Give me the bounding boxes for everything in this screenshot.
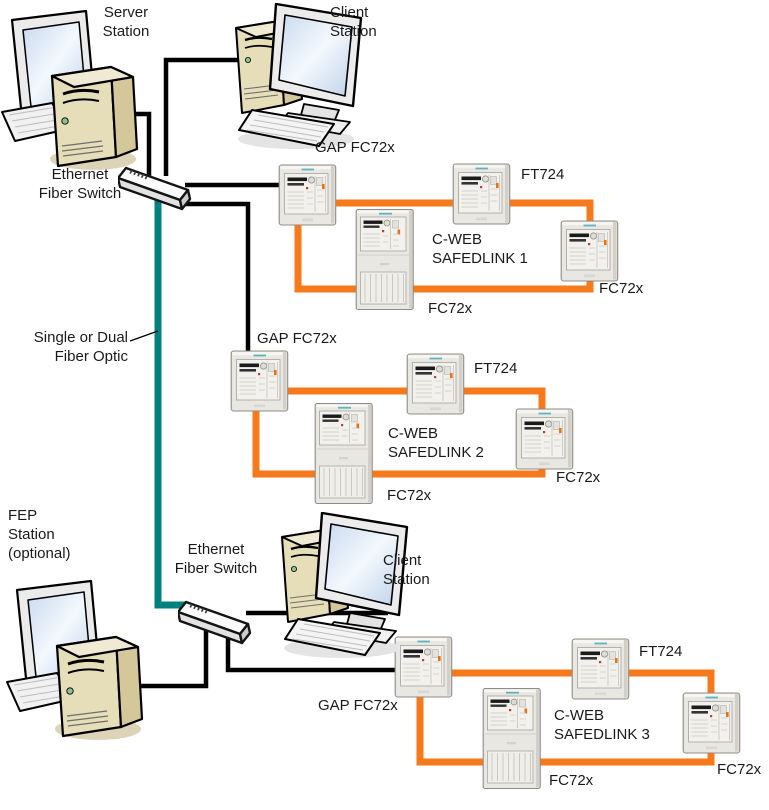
fep-station-label: FEP Station (optional) <box>8 507 71 562</box>
ft724-label-2: FT724 <box>474 360 518 377</box>
client-station-bottom-label: Client Station <box>383 552 430 588</box>
fep-station-computer <box>5 579 144 742</box>
fiber-optic-label: Single or Dual Fiber Optic <box>33 329 128 365</box>
fc72x-cabinet-2 <box>314 402 373 505</box>
fc72x-cabinet-3 <box>482 687 541 790</box>
ft724-panel-2 <box>406 353 465 415</box>
gap-fc72x-panel-1 <box>278 164 337 226</box>
ethernet-fiber-switch-top <box>118 166 192 211</box>
gap-fc72x-label-1: GAP FC72x <box>315 139 395 156</box>
ethernet-switch-bottom-label: Ethernet Fiber Switch <box>174 541 258 577</box>
fc72x-panel-right-2 <box>515 408 574 470</box>
ethernet-connections <box>128 57 398 689</box>
fc72x-bottom-label-1: FC72x <box>428 300 473 317</box>
ft724-label-1: FT724 <box>521 166 565 183</box>
client-station-top-label: Client Station <box>330 4 377 40</box>
fc72x-cabinet-1 <box>355 208 414 311</box>
fiber-label-pointer-line <box>129 330 159 342</box>
gap-fc72x-panel-2 <box>230 350 289 412</box>
fc72x-right-label-3: FC72x <box>717 761 762 778</box>
fc72x-right-label-1: FC72x <box>599 280 644 297</box>
server-station-label: Server Station <box>102 4 150 40</box>
ft724-label-3: FT724 <box>639 643 683 660</box>
safedlink-3-label: C-WEB SAFEDLINK 3 <box>554 707 650 743</box>
safedlink-1-label: C-WEB SAFEDLINK 1 <box>432 231 528 267</box>
safedlink-2-label: C-WEB SAFEDLINK 2 <box>388 425 484 461</box>
ft724-panel-3 <box>571 638 630 700</box>
gap-fc72x-label-2: GAP FC72x <box>257 330 337 347</box>
fc72x-bottom-label-2: FC72x <box>387 487 432 504</box>
fc72x-right-label-2: FC72x <box>556 469 601 486</box>
ethernet-fiber-switch-bottom <box>178 600 252 645</box>
ft724-panel-1 <box>452 163 511 225</box>
ethernet-switch-top-label: Ethernet Fiber Switch <box>38 166 122 202</box>
fc72x-panel-right-3 <box>682 692 741 754</box>
fc72x-panel-right-1 <box>560 220 619 282</box>
gap-fc72x-panel-3 <box>394 636 453 698</box>
fc72x-bottom-label-3: FC72x <box>549 772 594 789</box>
gap-fc72x-label-3: GAP FC72x <box>318 697 398 714</box>
